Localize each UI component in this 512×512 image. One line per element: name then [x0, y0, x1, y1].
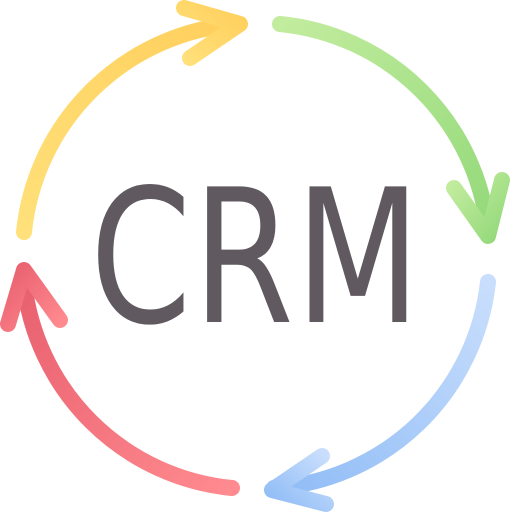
- green-arrow: [272, 16, 510, 244]
- blue-arrow: [264, 274, 496, 512]
- yellow-arrow: [16, 0, 248, 240]
- red-arrow: [0, 262, 240, 496]
- crm-label: CRM: [90, 149, 422, 366]
